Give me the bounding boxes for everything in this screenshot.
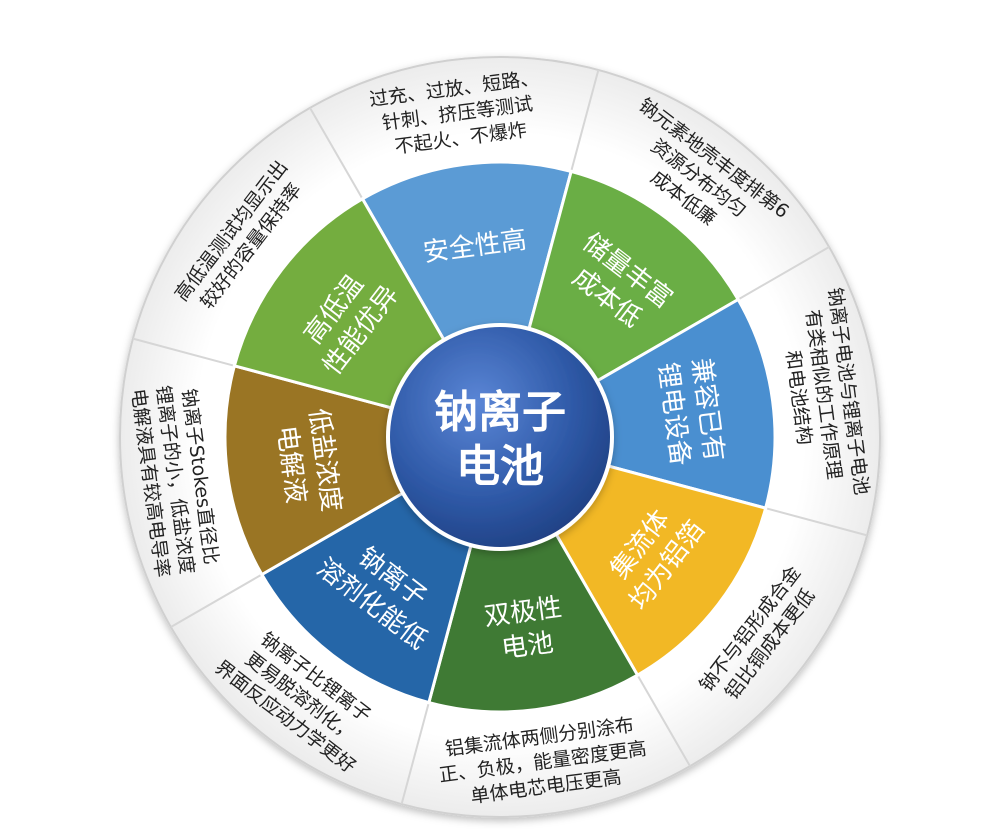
ring-divider-4 xyxy=(636,674,691,767)
segment-4 xyxy=(426,433,640,714)
ring-divider-7 xyxy=(132,337,235,367)
ring-divider-6 xyxy=(170,573,263,628)
center-circle xyxy=(386,323,614,551)
ring-divider-3 xyxy=(765,507,868,537)
segment-0 xyxy=(360,160,574,441)
ring-divider-0 xyxy=(309,107,364,200)
center-title-line-2: 电池 xyxy=(456,441,544,492)
segment-label-4: 双极性电池 xyxy=(482,593,568,667)
ring-divider-1 xyxy=(570,69,600,172)
ring-divider-2 xyxy=(737,246,830,301)
outer-ring-dividers xyxy=(132,69,868,805)
segment-label-4-line-1: 电池 xyxy=(500,628,555,665)
segment-6 xyxy=(223,363,504,577)
ring-divider-5 xyxy=(400,702,430,805)
segment-2 xyxy=(496,297,777,511)
outer-desc-2: 钠离子电池与锂离子电池有类相似的工作原理和电池结构 xyxy=(774,286,873,503)
center-title-line-1: 钠离子 xyxy=(434,387,566,438)
